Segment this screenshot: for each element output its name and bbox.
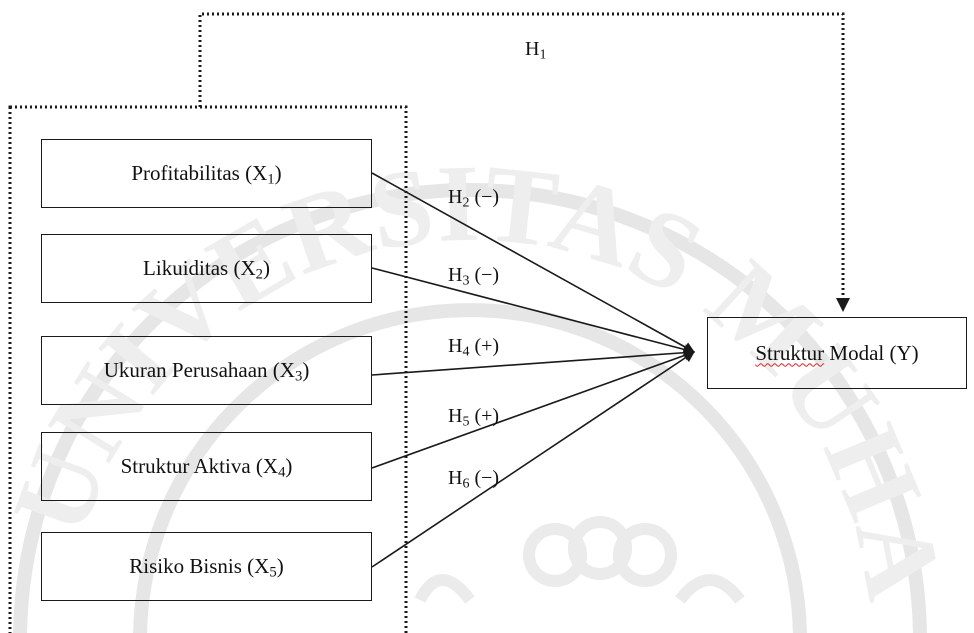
label-struktur-aktiva: Struktur Aktiva	[120, 454, 251, 478]
label-h6: H6 (−)	[448, 467, 500, 492]
box-risiko-bisnis: Risiko Bisnis (X5)	[41, 532, 372, 601]
arrow-h4	[371, 347, 696, 376]
label-h2: H2 (−)	[448, 186, 500, 211]
label-h4: H4 (+)	[448, 335, 500, 360]
label-struktur-word: Struktur	[755, 340, 825, 365]
box-struktur-aktiva: Struktur Aktiva (X4)	[41, 432, 372, 501]
h1-path	[198, 12, 845, 300]
box-struktur-modal: Struktur Modal (Y)	[707, 317, 967, 389]
label-ukuran-perusahaan: Ukuran Perusahaan	[103, 358, 268, 382]
label-profitabilitas: Profitabilitas	[131, 161, 240, 185]
label-risiko-bisnis: Risiko Bisnis	[129, 554, 242, 578]
box-profitabilitas: Profitabilitas (X1)	[41, 139, 372, 208]
h1-arrowhead	[836, 298, 850, 312]
arrow-h6	[371, 351, 695, 568]
box-ukuran-perusahaan: Ukuran Perusahaan (X3)	[41, 336, 372, 405]
arrow-h2	[371, 172, 695, 353]
label-modal-y: Modal (Y)	[829, 340, 919, 365]
label-likuiditas: Likuiditas	[143, 256, 229, 280]
arrow-h3	[371, 267, 696, 355]
label-h3: H3 (−)	[448, 264, 500, 289]
arrow-h5	[371, 350, 696, 469]
label-h1: H1	[525, 38, 547, 63]
box-likuiditas: Likuiditas (X2)	[41, 234, 372, 303]
label-h5: H5 (+)	[448, 405, 500, 430]
